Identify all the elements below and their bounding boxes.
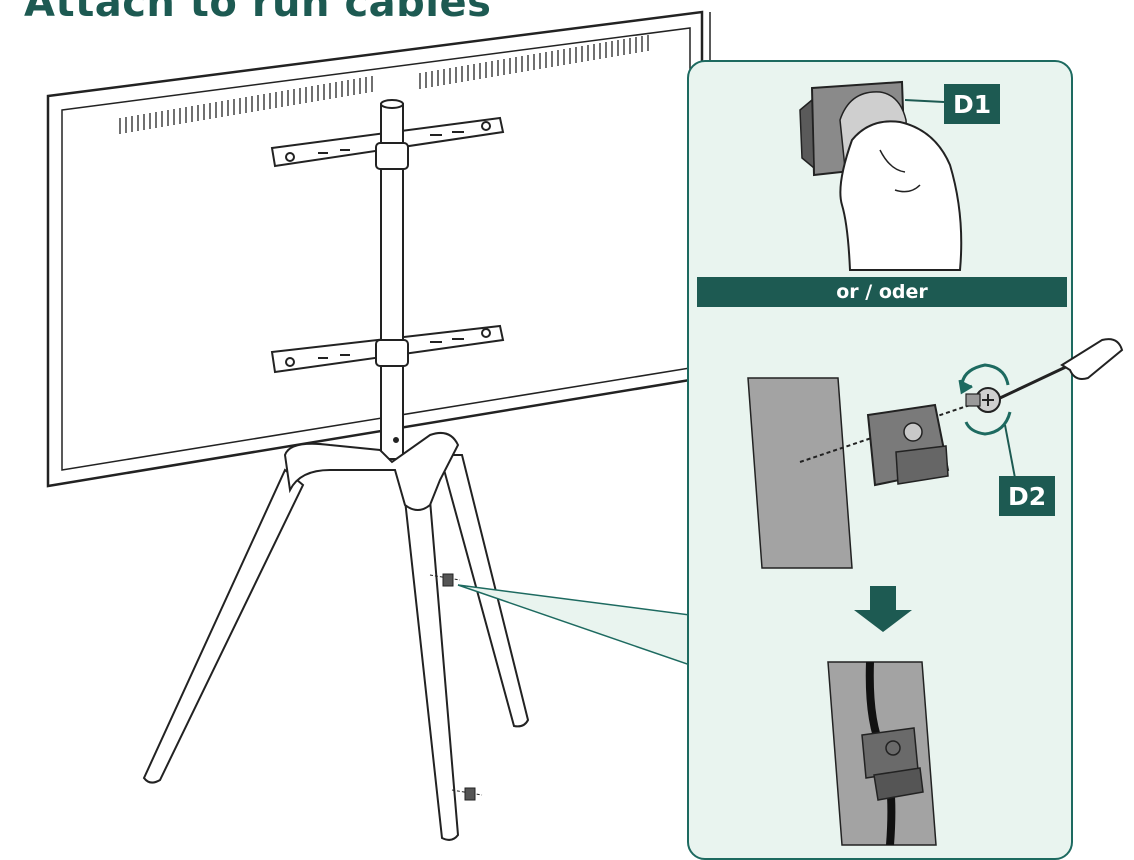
rotate-arrow-icon bbox=[958, 363, 1012, 436]
d2-pointer-line bbox=[1004, 424, 1016, 479]
or-divider: or / oder bbox=[697, 277, 1067, 307]
result-tube bbox=[827, 661, 937, 846]
vent-slots bbox=[119, 35, 649, 134]
front-leg bbox=[403, 499, 460, 841]
page-title: Attach to run cables bbox=[24, 0, 492, 26]
hand-peeling-tape-icon bbox=[799, 80, 963, 271]
screw-guide-line bbox=[799, 399, 986, 463]
tube-segment bbox=[747, 377, 853, 569]
tripod-hub bbox=[283, 432, 460, 511]
leg-clip-upper bbox=[429, 573, 461, 587]
screwdriver-icon bbox=[999, 338, 1124, 400]
arrow-down-icon bbox=[854, 586, 912, 632]
label-d1: D1 bbox=[944, 84, 1001, 124]
cable-clip-icon bbox=[866, 403, 950, 487]
center-pole bbox=[375, 99, 409, 460]
screw-icon bbox=[965, 387, 1001, 413]
d1-pointer-line bbox=[904, 99, 945, 103]
label-d2: D2 bbox=[999, 476, 1056, 516]
leg-clip-lower bbox=[451, 787, 483, 801]
left-leg bbox=[142, 468, 305, 784]
